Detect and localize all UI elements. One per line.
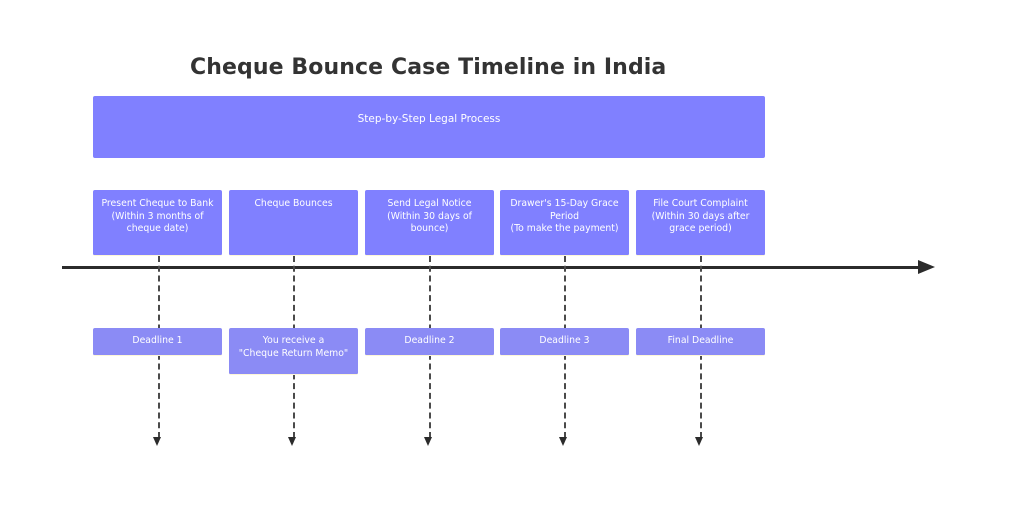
process-banner: Step-by-Step Legal Process — [93, 96, 765, 158]
timeline-deadline-label: Final Deadline — [667, 335, 734, 346]
timeline-step-box[interactable]: Send Legal Notice (Within 30 days of bou… — [365, 190, 494, 256]
timeline-step-box[interactable]: File Court Complaint (Within 30 days aft… — [636, 190, 765, 256]
timeline-deadline-label: Deadline 3 — [539, 335, 590, 346]
timeline-deadline-box[interactable]: Deadline 1 — [93, 328, 222, 356]
timeline-deadline-label: Deadline 2 — [404, 335, 455, 346]
timeline-deadline-box[interactable]: Deadline 3 — [500, 328, 629, 356]
timeline-deadline-box[interactable]: Deadline 2 — [365, 328, 494, 356]
timeline-step-label: Present Cheque to Bank (Within 3 months … — [101, 198, 214, 235]
timeline-step-box[interactable]: Drawer's 15-Day Grace Period (To make th… — [500, 190, 629, 256]
timeline-connector-arrow-icon — [288, 437, 296, 446]
timeline-step-label: Cheque Bounces — [254, 198, 333, 209]
timeline-connector-arrow-icon — [153, 437, 161, 446]
timeline-deadline-label: You receive a "Cheque Return Memo" — [238, 335, 349, 359]
timeline-step-label: Drawer's 15-Day Grace Period (To make th… — [510, 198, 619, 235]
timeline-axis-arrow-icon — [918, 260, 935, 274]
timeline-deadline-box[interactable]: You receive a "Cheque Return Memo" — [229, 328, 358, 375]
timeline-connector-arrow-icon — [559, 437, 567, 446]
timeline-step-box[interactable]: Cheque Bounces — [229, 190, 358, 256]
timeline-axis — [62, 266, 920, 269]
timeline-step-label: File Court Complaint (Within 30 days aft… — [651, 198, 750, 235]
page-title: Cheque Bounce Case Timeline in India — [190, 55, 667, 80]
process-banner-label: Step-by-Step Legal Process — [357, 113, 501, 125]
timeline-deadline-box[interactable]: Final Deadline — [636, 328, 765, 356]
timeline-step-label: Send Legal Notice (Within 30 days of bou… — [387, 198, 472, 235]
timeline-deadline-label: Deadline 1 — [132, 335, 183, 346]
timeline-step-box[interactable]: Present Cheque to Bank (Within 3 months … — [93, 190, 222, 256]
timeline-connector-arrow-icon — [424, 437, 432, 446]
timeline-connector-arrow-icon — [695, 437, 703, 446]
